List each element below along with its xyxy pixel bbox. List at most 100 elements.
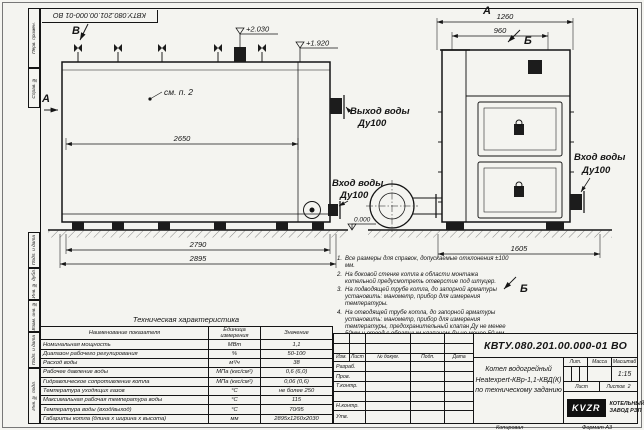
- water-outlet-dn: Ду100: [357, 118, 387, 129]
- margin-label: Инв. № подл.: [31, 381, 37, 411]
- tech-cell-value: 0,06 (0,6): [260, 376, 333, 387]
- water-inlet-right-label: Вход воды: [574, 152, 625, 163]
- empty-cell: [445, 372, 473, 381]
- burner-flange-front: [366, 180, 442, 232]
- empty-cell: [366, 343, 412, 353]
- margin-label: Перв. примен.: [31, 22, 37, 54]
- empty-cell: [411, 362, 446, 372]
- role-label: Разраб.: [334, 362, 366, 372]
- empty-cell: [366, 391, 412, 401]
- role-label: Утв.: [334, 411, 366, 423]
- margin-box-inv-podl: Инв. № подл.: [28, 368, 40, 424]
- col-docum: № докум.: [366, 353, 412, 362]
- side-bolts: [438, 111, 574, 203]
- tech-row: Температура воды (вход/выход) °С 70/95: [40, 404, 333, 415]
- dimensions-side-view: 2650 2790 2895: [59, 134, 337, 268]
- empty-cell: [366, 411, 412, 423]
- signature-row-utv: Утв.: [334, 411, 473, 423]
- col-izm: Изм.: [334, 353, 350, 362]
- empty-cell: [366, 362, 412, 372]
- tech-row: Номинальная мощность МВт 1,1: [40, 339, 333, 350]
- tech-header-row: Наименование показателя Единица измерени…: [40, 325, 333, 341]
- tech-cell-unit: мм: [208, 413, 261, 425]
- margin-label: Инв. № дубл.: [31, 269, 37, 299]
- empty-cell: [334, 334, 350, 343]
- lit-cell: [564, 367, 572, 382]
- role-label: Н.контр.: [334, 401, 366, 411]
- chimney-stub: [234, 47, 246, 62]
- tech-cell-value: не более 250: [260, 385, 333, 397]
- role-label: Пров.: [334, 372, 366, 381]
- empty-cell: [411, 372, 446, 381]
- tech-cell-name: Температура воды (вход/выход): [40, 404, 209, 415]
- see-item-callout: см. п. 2: [148, 87, 193, 101]
- water-outlet-label: Выход воды: [350, 106, 410, 117]
- tech-cell-value: 2895х1260х2030: [260, 413, 333, 425]
- doc-number: КВТУ.080.201.00.000-01 ВО: [474, 334, 637, 358]
- company-name-line2: ЗАВОД РЭП: [609, 407, 642, 414]
- elevation-2030: +2.030: [246, 25, 270, 34]
- tech-row: Температура уходящих газов °С не более 2…: [40, 385, 333, 397]
- vent-hatch: [528, 60, 542, 74]
- lit-cell: [572, 367, 580, 382]
- water-inlet-dn: Ду100: [339, 190, 369, 201]
- signature-row-razrab: Разраб.: [334, 362, 473, 373]
- dim-2790: 2790: [189, 240, 208, 249]
- company-logo: KVZR: [567, 398, 606, 417]
- tech-cell-unit: °С: [208, 385, 261, 397]
- note-number: 1.: [336, 256, 342, 262]
- signature-row-blank: [334, 391, 473, 402]
- margin-label: Справ. №: [31, 77, 37, 99]
- view-letters: В А А Б Б: [41, 5, 532, 295]
- role-label: [334, 391, 366, 401]
- boiler-front-view: [438, 49, 585, 230]
- signature-row-nkontr: Н.контр.: [334, 401, 473, 412]
- tech-row: Габариты котла (длина х ширина х высота)…: [40, 413, 333, 425]
- note-item-2: 2. На боковой стенке котла в области мон…: [334, 272, 510, 286]
- signature-row-prov: Пров.: [334, 372, 473, 382]
- tech-cell-value: 1,1: [260, 339, 333, 350]
- pump: [303, 201, 321, 219]
- empty-cell: [350, 343, 366, 353]
- title-block-main: КВТУ.080.201.00.000-01 ВО Котел водогрей…: [474, 334, 644, 423]
- elevation-0000: 0.000: [354, 217, 371, 224]
- water-outlet-stub: [330, 95, 345, 119]
- empty-cell: [411, 343, 446, 353]
- tech-cell-unit: МПа (кгс/см²): [208, 376, 261, 387]
- tech-table-title: Техническая характеристика: [132, 315, 240, 324]
- tech-row: Рабочее давление воды МПа (кгс/см²) 0,6 …: [40, 367, 333, 378]
- lit-label: Лит.: [564, 358, 588, 367]
- product-name: Котел водогрейный Heatexpert-КВр-1,1-КВД…: [474, 358, 564, 423]
- empty-cell: [411, 401, 446, 411]
- section-b-letter-top: Б: [524, 35, 532, 47]
- dim-2895: 2895: [189, 254, 208, 263]
- empty-cell: [334, 343, 350, 353]
- ground-hatching: [48, 229, 612, 238]
- empty-cell: [411, 334, 446, 343]
- margin-label: Подп. и дата: [31, 334, 37, 366]
- boiler-feet: [72, 222, 324, 230]
- empty-cell: [350, 334, 366, 343]
- empty-cell: [366, 372, 412, 381]
- margin-box-vzam-inv: Взам. инв. №: [28, 300, 40, 332]
- notes-block: 1. Все размеры для справок, допускаемые …: [334, 256, 510, 340]
- tech-cell-name: Гидравлическое сопротивление котла: [40, 376, 209, 387]
- mass-label: Масса: [588, 358, 612, 367]
- tech-row: Максимальная рабочая температура воды °С…: [40, 395, 333, 406]
- empty-cell: [445, 334, 473, 343]
- tech-row: Расход воды м³/ч 38: [40, 357, 333, 369]
- note-text: На боковой стенке котла в области монтаж…: [345, 271, 497, 285]
- tech-cell-name: Диапазон рабочего регулирования: [40, 348, 209, 359]
- dimensions-front-view: 1260 960 1605: [436, 12, 601, 258]
- title-block-meta: Лит. Масса Масштаб 1:15 Лист: [564, 358, 644, 423]
- change-row: [334, 334, 473, 344]
- boiler-side-view: [61, 44, 345, 230]
- scale-value: 1:15: [612, 367, 637, 382]
- upper-door: [477, 101, 563, 157]
- elevation-1920: +1.920: [306, 39, 330, 48]
- product-name-line1: Котел водогрейный: [485, 366, 552, 373]
- empty-cell: [445, 402, 473, 411]
- margin-box-podp-data-2: Подп. и дата: [28, 332, 40, 368]
- tech-cell-value: 115: [260, 395, 333, 406]
